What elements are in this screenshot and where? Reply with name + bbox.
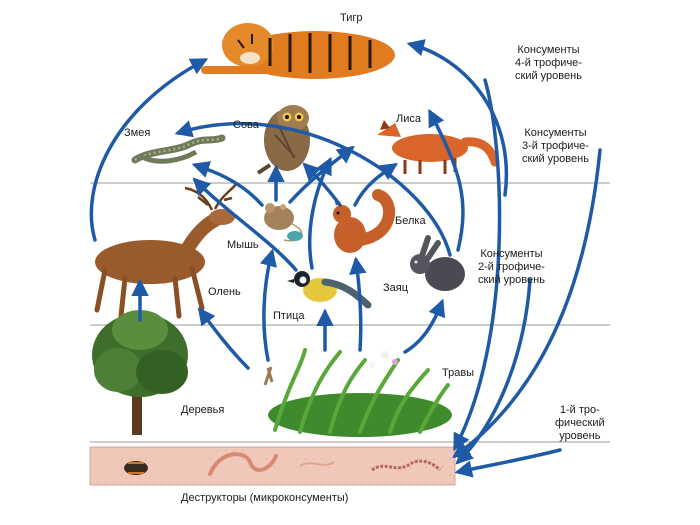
- deer-icon: [94, 183, 238, 319]
- arrow-bird-to-owl: [308, 156, 332, 270]
- arrow-level2-to-soil: [455, 278, 532, 465]
- label-tiger: Тигр: [340, 12, 363, 24]
- label-owl: Сова: [233, 119, 259, 131]
- label-bird: Птица: [273, 310, 305, 322]
- label-level4: Консументы 4-й трофиче- ский уровень: [515, 44, 582, 82]
- squirrel-icon: [333, 189, 396, 253]
- label-trees: Деревья: [181, 404, 225, 416]
- arrow-squirrel-to-fox: [353, 163, 398, 207]
- arrow-grass-to-mouse: [259, 248, 277, 362]
- destructors-soil-strip: [89, 446, 456, 486]
- snake-icon: [131, 134, 226, 164]
- arrow-mouse-to-snake: [191, 161, 264, 207]
- arrow-deer-to-tiger: [89, 58, 209, 242]
- label-destructors: Деструкторы (микроконсументы): [181, 492, 349, 504]
- small-worm-icon: [299, 461, 335, 467]
- owl-icon: [256, 105, 310, 175]
- arrow-grass-to-hare: [403, 298, 446, 354]
- arrow-hare-to-fox: [428, 108, 465, 252]
- hare-icon: [410, 235, 465, 291]
- label-squirrel: Белка: [395, 215, 426, 227]
- arrow-grass-to-squirrel: [349, 256, 367, 352]
- arrow-level1-to-soil: [454, 448, 562, 478]
- tree-icon: [92, 310, 188, 435]
- label-level2: Консументы 2-й трофиче- ский уровень: [478, 248, 545, 286]
- label-hare: Заяц: [383, 282, 409, 294]
- label-deer: Олень: [208, 286, 241, 298]
- label-mouse: Мышь: [227, 239, 259, 251]
- arrow-tiger-to-soil: [453, 78, 502, 452]
- worm-icon: [208, 452, 278, 476]
- arrow-level3-to-soil: [452, 148, 602, 459]
- label-snake: Змея: [124, 127, 151, 139]
- beetle-icon: [124, 461, 148, 475]
- tiger-icon: [201, 23, 395, 79]
- grass-icon: [263, 348, 452, 437]
- arrow-grass-to-deer: [197, 307, 250, 370]
- energy-flow-arrows: [89, 39, 602, 478]
- centipede-icon: [371, 459, 442, 472]
- arrow-bird-to-snake: [192, 177, 298, 272]
- label-level3: Консументы 3-й трофиче- ский уровень: [522, 127, 589, 165]
- arrow-level1-to-tiger: [406, 39, 509, 197]
- label-level1: 1-й тро- фический уровень: [555, 404, 605, 442]
- label-fox: Лиса: [396, 113, 421, 125]
- bird-icon: [287, 271, 372, 309]
- label-grass: Травы: [442, 367, 475, 379]
- mouse-icon: [264, 203, 303, 242]
